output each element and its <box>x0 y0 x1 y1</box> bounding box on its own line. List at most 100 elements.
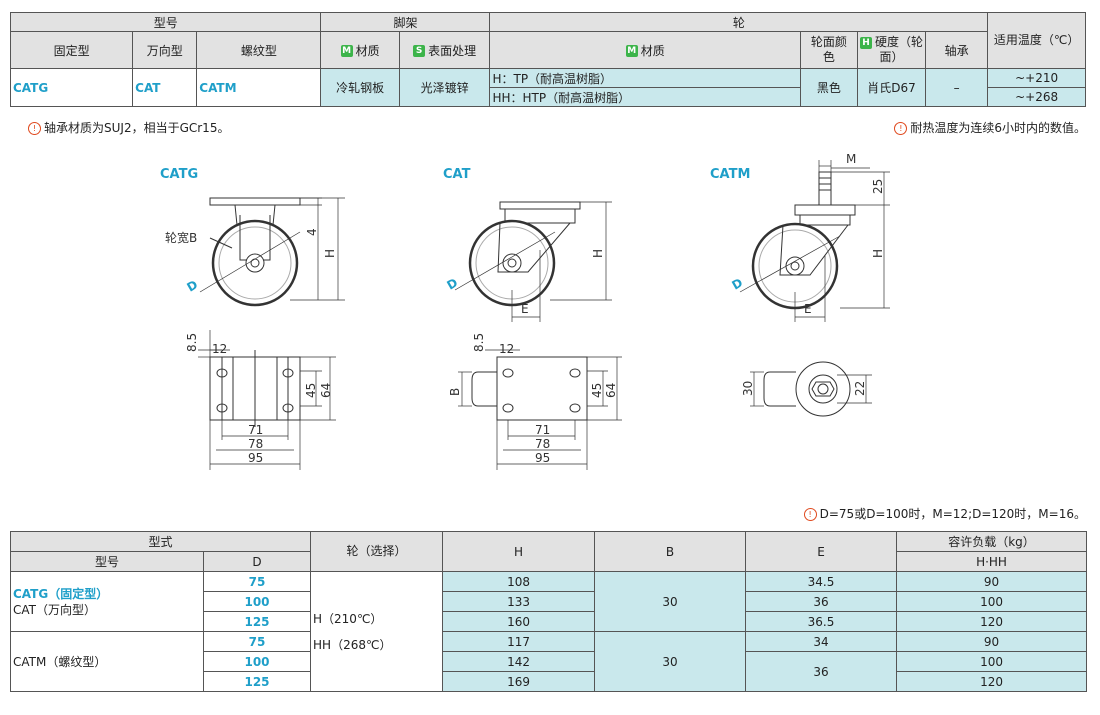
header-wheel: 轮 <box>489 12 989 32</box>
table-row-h: 117 <box>442 631 596 652</box>
code-thread: CATM <box>196 68 322 107</box>
table-row-e: 34 <box>745 631 898 652</box>
table-row-load: 100 <box>896 651 1088 672</box>
header-h: H <box>442 531 596 572</box>
table-row-h: 169 <box>442 671 596 692</box>
catm-22-label: 22 <box>853 381 867 396</box>
cat-45-label: 45 <box>590 383 604 398</box>
table-row-d: 100 <box>202 651 312 672</box>
header-temp: 适用温度（℃） <box>987 12 1086 69</box>
table-row-h: 142 <box>442 651 596 672</box>
header-d: D <box>202 551 312 572</box>
table-row-d: 100 <box>202 591 312 612</box>
note-temp: !耐热温度为连续6小时内的数值。 <box>894 119 1086 136</box>
catg-45-label: 45 <box>304 383 318 398</box>
table-row-b: 30 <box>594 631 747 692</box>
header-swivel: 万向型 <box>132 31 198 69</box>
table-row-d: 75 <box>202 631 312 652</box>
warning-icon: ! <box>803 508 817 521</box>
table-row-d: 125 <box>202 671 312 692</box>
cat-top-view <box>458 349 622 470</box>
header-frame: 脚架 <box>320 12 491 32</box>
catm-30-label: 30 <box>741 381 755 396</box>
catm-h-label: H <box>871 249 885 258</box>
cat-d-label: D <box>445 275 461 292</box>
cat-b-label: B <box>448 388 462 396</box>
catm-e-label: E <box>804 302 812 316</box>
header-wheel-select: 轮（选择） <box>310 531 444 572</box>
table-row-h: 108 <box>442 571 596 592</box>
header-load-sub: H·HH <box>896 551 1088 572</box>
header-thread: 螺纹型 <box>196 31 322 69</box>
s-badge-icon: S <box>413 45 426 57</box>
note-m-size: !D=75或D=100时，M=12;D=120时，M=16。 <box>803 505 1086 522</box>
cat-8-5-label: 8.5 <box>472 333 486 352</box>
size-table: 型式 轮（选择） H B E 容许负载（kg） 型号 D H·HH CATG（固… <box>9 531 1088 692</box>
cat-front-view <box>454 201 612 322</box>
catg-8-5-label: 8.5 <box>185 333 199 352</box>
catm-m-label: M <box>846 152 856 166</box>
table-row-b: 30 <box>594 571 747 632</box>
header-bearing: 轴承 <box>925 31 989 69</box>
hardness: 肖氏D67 <box>856 68 927 107</box>
code-fixed: CATG <box>9 68 134 107</box>
cat-78-label: 78 <box>535 437 550 451</box>
frame-material: 冷轧钢板 <box>320 68 400 107</box>
table-row-e: 36 <box>745 651 898 692</box>
catg-d-label: D <box>185 277 201 294</box>
caster-drawings: 轮宽B D 4 H 8.5 12 45 64 71 78 95 D H E 8.… <box>165 152 890 470</box>
cat-64-label: 64 <box>604 383 618 398</box>
table-row-e: 36 <box>745 591 898 612</box>
header-model: 型号 <box>10 551 204 572</box>
header-wheel-color: 轮面颜色 <box>799 31 858 69</box>
catg-64-label: 64 <box>319 383 333 398</box>
table-row-e: 36.5 <box>745 611 898 632</box>
header-b: B <box>594 531 747 572</box>
table-row-load: 90 <box>896 631 1088 652</box>
table-row-load: 90 <box>896 571 1088 592</box>
wheel-material-1: H：TP（耐高温树脂） <box>489 68 801 88</box>
catg-title: CATG <box>160 167 199 182</box>
wheel-color: 黑色 <box>799 68 858 107</box>
warning-icon: ! <box>894 122 908 135</box>
table-row-load: 120 <box>896 671 1088 692</box>
table-row-d: 75 <box>202 571 312 592</box>
h-badge-icon: H <box>860 36 873 49</box>
header-fixed: 固定型 <box>9 31 134 69</box>
header-e: E <box>745 531 898 572</box>
temp-1: ~+210 <box>987 68 1086 88</box>
table-row-h: 133 <box>442 591 596 612</box>
catg-4-label: 4 <box>305 228 319 236</box>
catg-h-label: H <box>323 249 337 258</box>
cat-h-label: H <box>591 249 605 258</box>
wheel-select-options: H（210℃）HH（268℃） <box>310 571 444 692</box>
group-catg-cat: CATG（固定型）CAT（万向型） <box>10 571 204 632</box>
m-badge-icon: M <box>625 45 638 57</box>
table-row-load: 100 <box>896 591 1088 612</box>
temp-2: ~+268 <box>987 87 1086 107</box>
cat-71-label: 71 <box>535 423 550 437</box>
table-row-load: 120 <box>896 611 1088 632</box>
header-type: 型式 <box>9 531 312 552</box>
catm-front-view <box>739 160 890 322</box>
table-row-e: 34.5 <box>745 571 898 592</box>
m-badge-icon: M <box>340 45 353 57</box>
catm-title: CATM <box>710 167 751 182</box>
header-load: 容许负载（kg） <box>896 531 1088 552</box>
catg-12-label: 12 <box>212 342 227 356</box>
catg-71-label: 71 <box>248 423 263 437</box>
catm-25-label: 25 <box>871 179 885 194</box>
bearing: – <box>925 68 989 107</box>
table-row-d: 125 <box>202 611 312 632</box>
note-bearing: !轴承材质为SUJ2，相当于GCr15。 <box>28 119 229 136</box>
cat-e-label: E <box>521 302 529 316</box>
catg-78-label: 78 <box>248 437 263 451</box>
surface-treatment: 光泽镀锌 <box>398 68 491 107</box>
wheel-material-2: HH：HTP（耐高温树脂） <box>489 87 801 107</box>
catg-top-view <box>198 330 336 470</box>
group-catm: CATM（螺纹型） <box>10 631 204 692</box>
